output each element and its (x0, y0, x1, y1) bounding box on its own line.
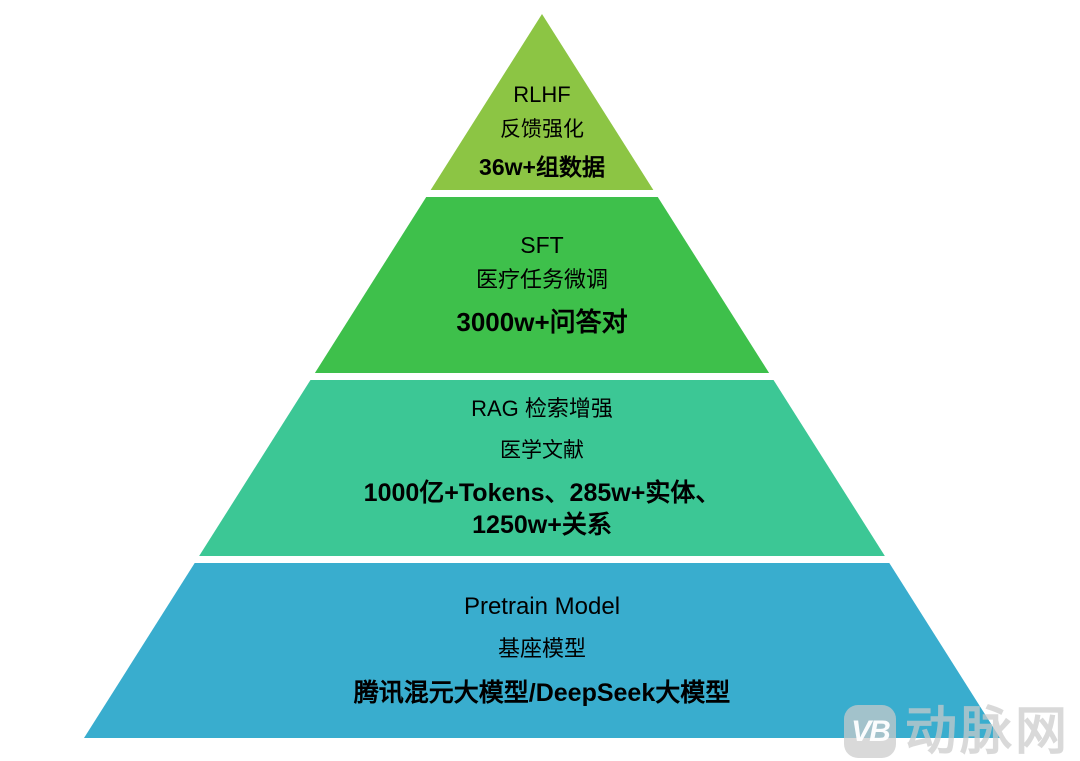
pyramid-tier-pretrain: Pretrain Model 基座模型 腾讯混元大模型/DeepSeek大模型 (84, 563, 1000, 738)
tier-sft-name: SFT (520, 231, 564, 258)
pyramid-tier-rlhf: RLHF 反馈强化 36w+组数据 (84, 14, 1000, 190)
vb-logo: VB (843, 705, 896, 758)
tier-rag-stat-1: 1000亿+Tokens、285w+实体、 (363, 479, 721, 508)
tier-pretrain-stat: 腾讯混元大模型/DeepSeek大模型 (353, 678, 731, 707)
pyramid-tier-rag: RAG 检索增强 医学文献 1000亿+Tokens、285w+实体、 1250… (84, 380, 1000, 556)
tier-rag-label: 医学文献 (500, 439, 584, 463)
tier-rlhf-stat: 36w+组数据 (479, 154, 605, 181)
pyramid-tier-sft: SFT 医疗任务微调 3000w+问答对 (84, 197, 1000, 373)
tier-sft-stat: 3000w+问答对 (456, 306, 628, 337)
watermark-brand-text: 动脉网 (904, 702, 1070, 761)
tier-rlhf-name: RLHF (513, 81, 571, 107)
tier-pretrain-label: 基座模型 (497, 636, 586, 662)
tier-sft-label: 医疗任务微调 (475, 266, 608, 292)
tier-pretrain-name: Pretrain Model (463, 593, 621, 621)
vb-logo-text: VB (851, 714, 891, 748)
pyramid-diagram: RLHF 反馈强化 36w+组数据 SFT 医疗任务微调 3000w+问答对 R… (84, 14, 1000, 738)
tier-rag-stat-2: 1250w+关系 (472, 511, 612, 540)
tier-rag-name: RAG 检索增强 (471, 395, 613, 421)
watermark: VB 动脉网 (843, 702, 1070, 761)
tier-rlhf-label: 反馈强化 (500, 118, 584, 142)
